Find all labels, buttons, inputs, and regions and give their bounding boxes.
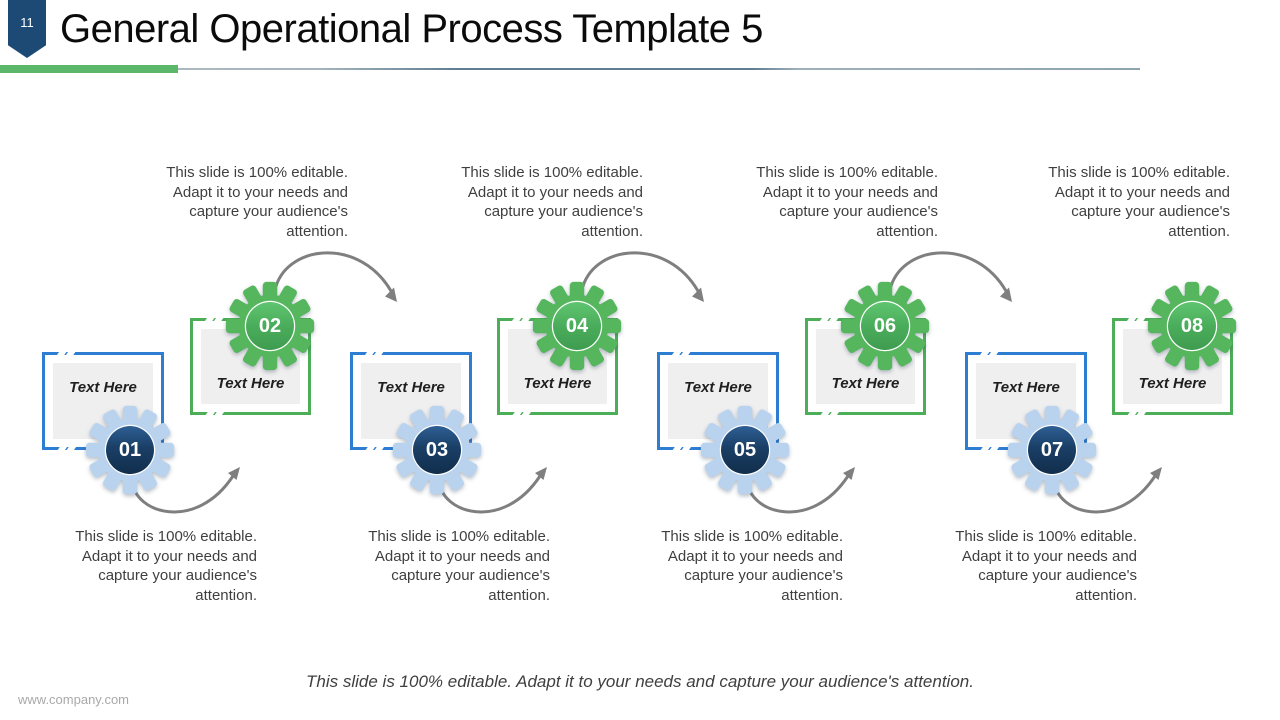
step-label: Text Here (992, 379, 1060, 396)
step-label: Text Here (1138, 375, 1207, 392)
step-gear-01[interactable]: 01 (85, 405, 175, 495)
curved-arrow-icon (581, 251, 704, 302)
step-label: Text Here (69, 379, 137, 396)
step-label: Text Here (216, 375, 285, 392)
text-placeholder-panel: Text Here (976, 363, 1076, 439)
step-gear-05[interactable]: 05 (700, 405, 790, 495)
annotation-top-3: This slide is 100% editable. Adapt it to… (756, 164, 938, 240)
step-number-badge: 03 (413, 426, 461, 474)
step-gear-04[interactable]: 04 (532, 281, 622, 371)
annotation-bottom-4: This slide is 100% editable. Adapt it to… (955, 528, 1137, 604)
slide-number: 11 (20, 15, 34, 30)
annotation-top-4: This slide is 100% editable. Adapt it to… (1048, 164, 1230, 240)
step-gear-02[interactable]: 02 (225, 281, 315, 371)
step-number-badge: 01 (106, 426, 154, 474)
step-label: Text Here (523, 375, 592, 392)
annotation-bottom-1: This slide is 100% editable. Adapt it to… (75, 528, 257, 604)
annotation-top-1: This slide is 100% editable. Adapt it to… (166, 164, 348, 240)
step-label: Text Here (377, 379, 445, 396)
step-label: Text Here (831, 375, 900, 392)
annotation-bottom-2: This slide is 100% editable. Adapt it to… (368, 528, 550, 604)
footer-note: This slide is 100% editable. Adapt it to… (306, 672, 974, 691)
step-number-badge: 06 (861, 302, 909, 350)
annotation-bottom-3: This slide is 100% editable. Adapt it to… (661, 528, 843, 604)
step-gear-06[interactable]: 06 (840, 281, 930, 371)
slide-number-pennant: 11 (8, 0, 46, 58)
step-number-badge: 05 (721, 426, 769, 474)
step-gear-08[interactable]: 08 (1147, 281, 1237, 371)
page-title: General Operational Process Template 5 (60, 7, 763, 51)
header-divider-line (0, 68, 1140, 70)
curved-arrow-icon (889, 251, 1012, 302)
step-number-badge: 07 (1028, 426, 1076, 474)
step-gear-03[interactable]: 03 (392, 405, 482, 495)
step-number-badge: 04 (553, 302, 601, 350)
annotation-top-2: This slide is 100% editable. Adapt it to… (461, 164, 643, 240)
website-link[interactable]: www.company.com (18, 692, 130, 707)
step-number-badge: 02 (246, 302, 294, 350)
header-accent-bar (0, 65, 178, 73)
step-number-badge: 08 (1168, 302, 1216, 350)
curved-arrow-icon (274, 251, 397, 302)
step-gear-07[interactable]: 07 (1007, 405, 1097, 495)
step-label: Text Here (684, 379, 752, 396)
